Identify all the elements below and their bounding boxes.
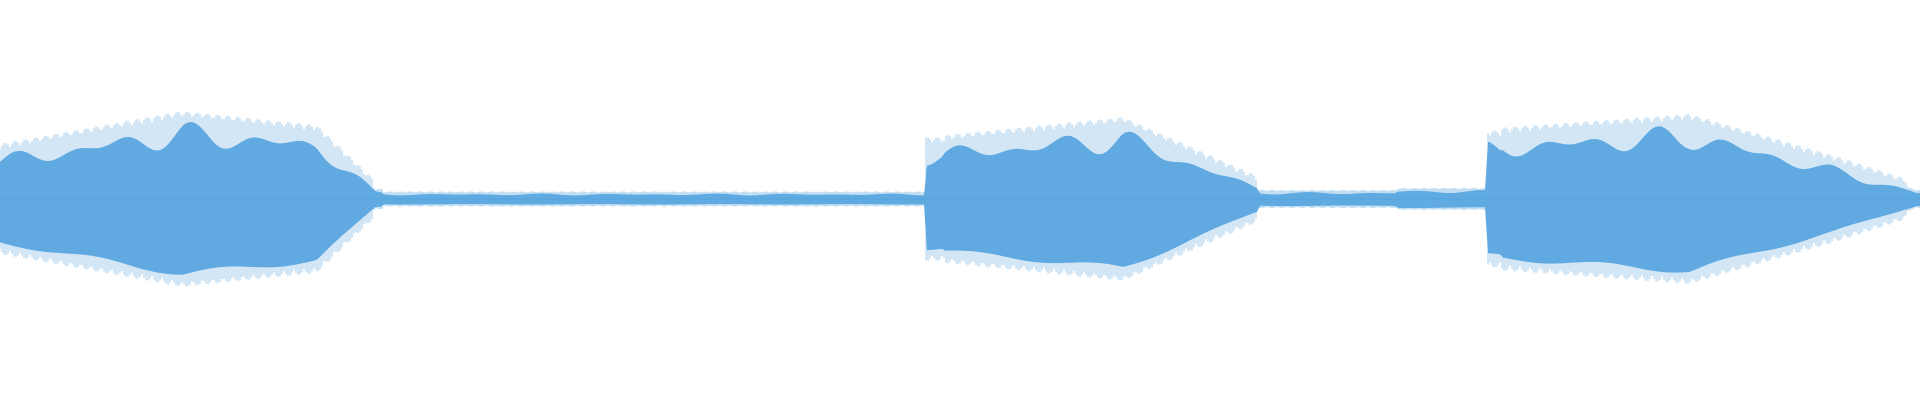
waveform-panel (0, 111, 1920, 287)
audio-waveform (0, 111, 1920, 287)
